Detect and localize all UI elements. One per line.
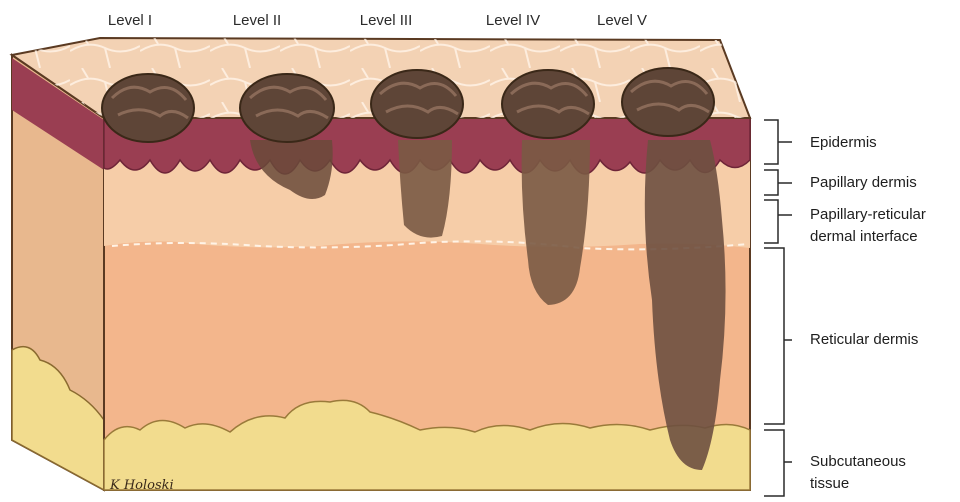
subcutaneous-label: Subcutaneous tissue xyxy=(810,451,906,495)
level-4-label: Level IV xyxy=(486,12,540,29)
subcutaneous-label-line-2: tissue xyxy=(810,473,906,495)
reticular-dermis-label: Reticular dermis xyxy=(810,329,918,351)
interface-label: Papillary-reticular dermal interface xyxy=(810,204,926,248)
interface-label-line-1: Papillary-reticular xyxy=(810,204,926,226)
layer-brackets xyxy=(764,120,792,496)
artist-signature: K Holoski xyxy=(110,478,174,493)
tumor-level-1 xyxy=(102,74,194,142)
epidermis-label: Epidermis xyxy=(810,132,877,154)
level-2-label: Level II xyxy=(233,12,281,29)
level-3-label: Level III xyxy=(360,12,413,29)
block-side-face xyxy=(12,55,104,490)
bracket-epidermis xyxy=(764,120,792,164)
subcutaneous-label-line-1: Subcutaneous xyxy=(810,451,906,473)
interface-label-line-2: dermal interface xyxy=(810,226,926,248)
level-1-label: Level I xyxy=(108,12,152,29)
bracket-papillary xyxy=(764,170,792,195)
papillary-dermis-label: Papillary dermis xyxy=(810,172,917,194)
bracket-interface xyxy=(764,200,792,243)
level-5-label: Level V xyxy=(597,12,647,29)
bracket-subcutaneous xyxy=(764,430,792,496)
bracket-reticular xyxy=(764,248,792,424)
